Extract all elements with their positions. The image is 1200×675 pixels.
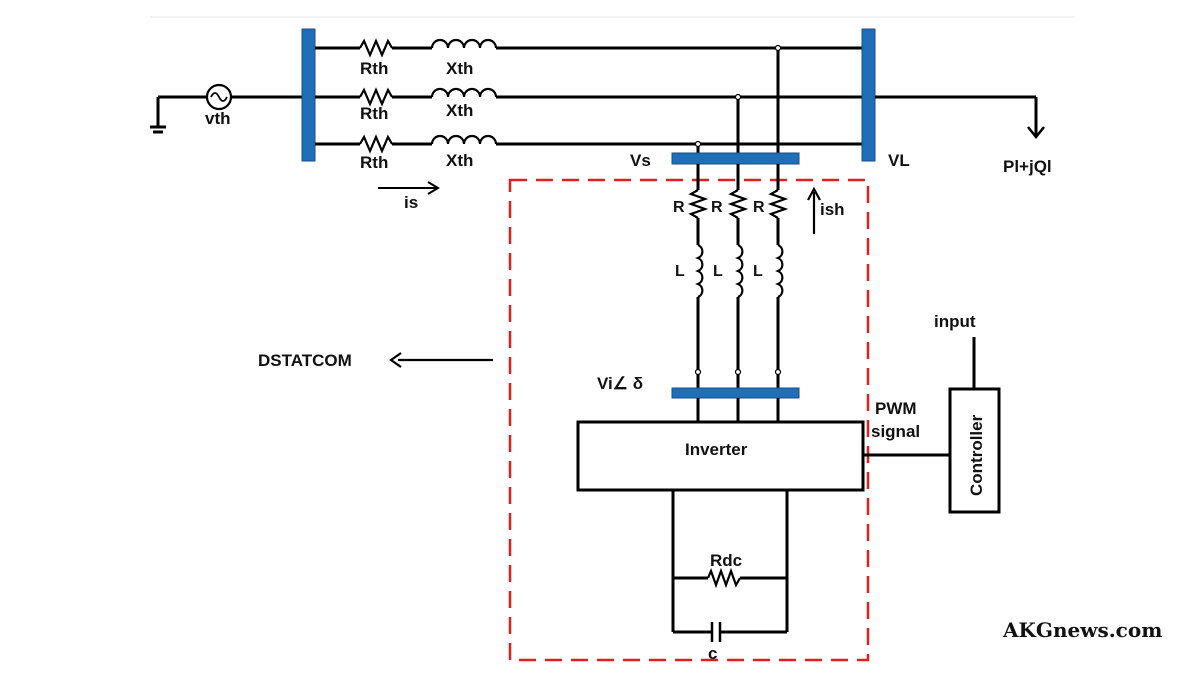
vs-label: Vs — [630, 151, 651, 170]
xth-label-b: Xth — [446, 101, 473, 120]
r-label-a: R — [673, 199, 685, 216]
xth-label-c: Xth — [446, 151, 473, 170]
pcc-bus — [671, 152, 800, 165]
l-label-a: L — [675, 263, 685, 280]
l-label-c: L — [753, 263, 763, 280]
input-label: input — [934, 312, 976, 331]
ac-source-symbol — [205, 83, 233, 111]
dstatcom-label: DSTATCOM — [258, 351, 352, 370]
ground-symbol — [150, 97, 166, 134]
vi-label: Vi∠ δ — [597, 374, 643, 393]
phase-line-c — [315, 134, 862, 154]
vl-label: VL — [888, 151, 910, 170]
site-watermark: AKGnews.com — [1002, 618, 1162, 642]
load-label: Pl+jQl — [1003, 157, 1052, 176]
xth-label-a: Xth — [446, 59, 473, 78]
controller-label: Controller — [967, 414, 986, 496]
ish-label: ish — [820, 200, 845, 219]
branch-c — [767, 164, 789, 388]
is-label: is — [404, 193, 418, 212]
inverter-label: Inverter — [685, 440, 748, 459]
dstatcom-boundary — [508, 178, 870, 662]
phase-line-b — [315, 87, 862, 107]
rth-label-c: Rth — [360, 153, 388, 172]
pwm-label-line2: signal — [871, 422, 920, 441]
load-bus — [861, 28, 876, 162]
rth-label-b: Rth — [360, 104, 388, 123]
source-current-arrow — [378, 181, 440, 195]
vth-label: vth — [205, 109, 231, 128]
branch-b — [727, 164, 749, 388]
pcc-taps — [694, 44, 782, 153]
shunt-current-arrow — [807, 186, 821, 234]
c-label: c — [708, 644, 717, 663]
l-label-b: L — [713, 263, 723, 280]
dc-link-circuit — [671, 490, 789, 642]
rdc-label: Rdc — [710, 551, 742, 570]
phase-line-a — [315, 38, 862, 58]
pwm-label-line1: PWM — [875, 399, 917, 418]
controller-block — [948, 387, 1001, 514]
source-bus — [301, 28, 316, 162]
inverter-ac-bus — [671, 387, 800, 399]
r-label-c: R — [753, 199, 765, 216]
load-arrow — [875, 95, 1045, 140]
r-label-b: R — [711, 199, 723, 216]
rth-label-a: Rth — [360, 59, 388, 78]
dstatcom-pointer-arrow — [389, 352, 493, 368]
bus-to-inverter-wires — [696, 398, 780, 422]
branch-a — [687, 164, 709, 388]
